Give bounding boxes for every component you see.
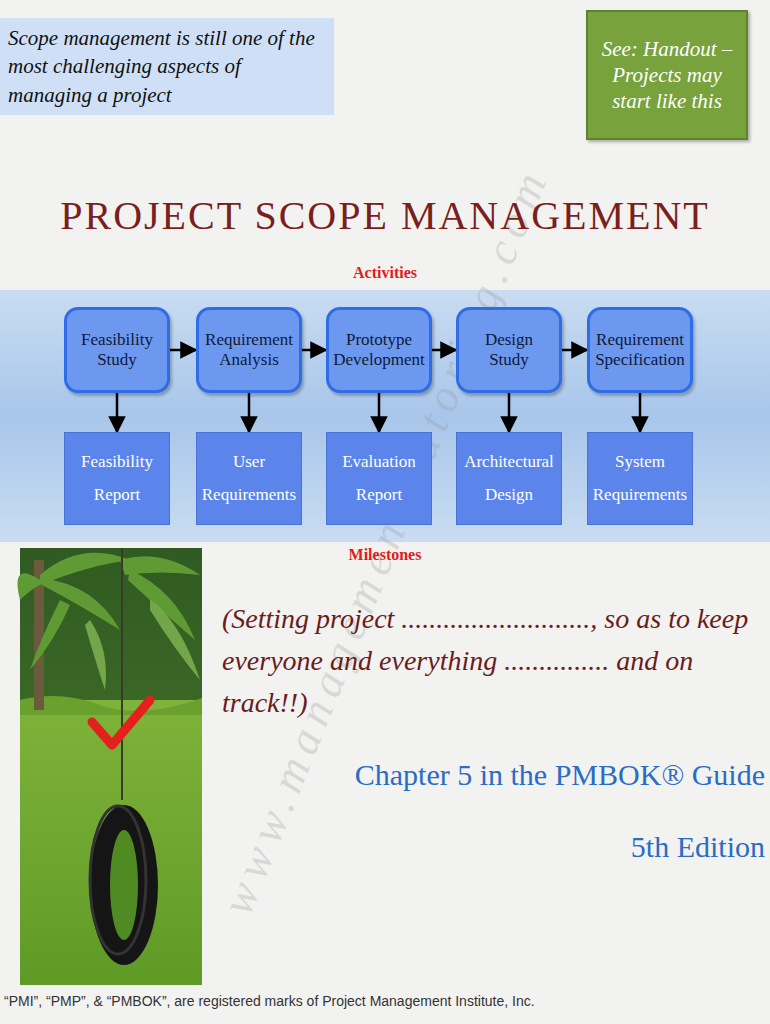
flow-arrow: [302, 349, 326, 352]
chapter-reference: 5th Edition: [280, 830, 765, 864]
milestone-box: Evaluation Report: [326, 432, 432, 525]
diagram-title: PROJECT SCOPE MANAGEMENT: [0, 192, 770, 239]
milestone-box: Feasibility Report: [64, 432, 170, 525]
box-text: Feasibility Study: [71, 330, 163, 371]
box-text: System Requirements: [592, 446, 688, 511]
handout-box: See: Handout –Projects may start like th…: [586, 10, 748, 140]
activity-box: Prototype Development: [326, 307, 432, 393]
activity-box: Requirement Analysis: [196, 307, 302, 393]
flow-arrow: [170, 349, 196, 352]
milestone-box: User Requirements: [196, 432, 302, 525]
activity-box: Requirement Specification: [587, 307, 693, 393]
activity-band: [0, 290, 770, 542]
flow-arrow: [116, 393, 119, 432]
section-label: Milestones: [0, 546, 770, 564]
box-text: Design Study: [463, 330, 555, 371]
box-text: Evaluation Report: [331, 446, 427, 511]
box-text: Prototype Development: [333, 330, 425, 371]
box-text: Requirement Analysis: [203, 330, 295, 371]
section-label: Activities: [0, 264, 770, 282]
flow-arrow: [248, 393, 251, 432]
box-text: Scope management is still one of the mos…: [8, 24, 326, 109]
milestone-box: System Requirements: [587, 432, 693, 525]
box-text: See: Handout –Projects may start like th…: [594, 36, 740, 115]
flow-arrow: [639, 393, 642, 432]
chapter-reference: Chapter 5 in the PMBOK® Guide: [280, 758, 765, 792]
box-text: User Requirements: [201, 446, 297, 511]
box-text: Feasibility Report: [69, 446, 165, 511]
tire-swing-photo: [18, 548, 203, 985]
activity-box: Design Study: [456, 307, 562, 393]
activity-box: Feasibility Study: [64, 307, 170, 393]
flow-arrow: [508, 393, 511, 432]
fill-in-note: (Setting project .......................…: [222, 598, 767, 724]
flow-arrow: [562, 349, 587, 352]
note-box: Scope management is still one of the mos…: [0, 18, 334, 115]
check-mark: [92, 700, 150, 745]
trademark-note: “PMI”, “PMP”, & “PMBOK”, are registered …: [4, 993, 766, 1009]
flow-arrow: [378, 393, 381, 432]
box-text: Architectural Design: [461, 446, 557, 511]
box-text: Requirement Specification: [594, 330, 686, 371]
milestone-box: Architectural Design: [456, 432, 562, 525]
